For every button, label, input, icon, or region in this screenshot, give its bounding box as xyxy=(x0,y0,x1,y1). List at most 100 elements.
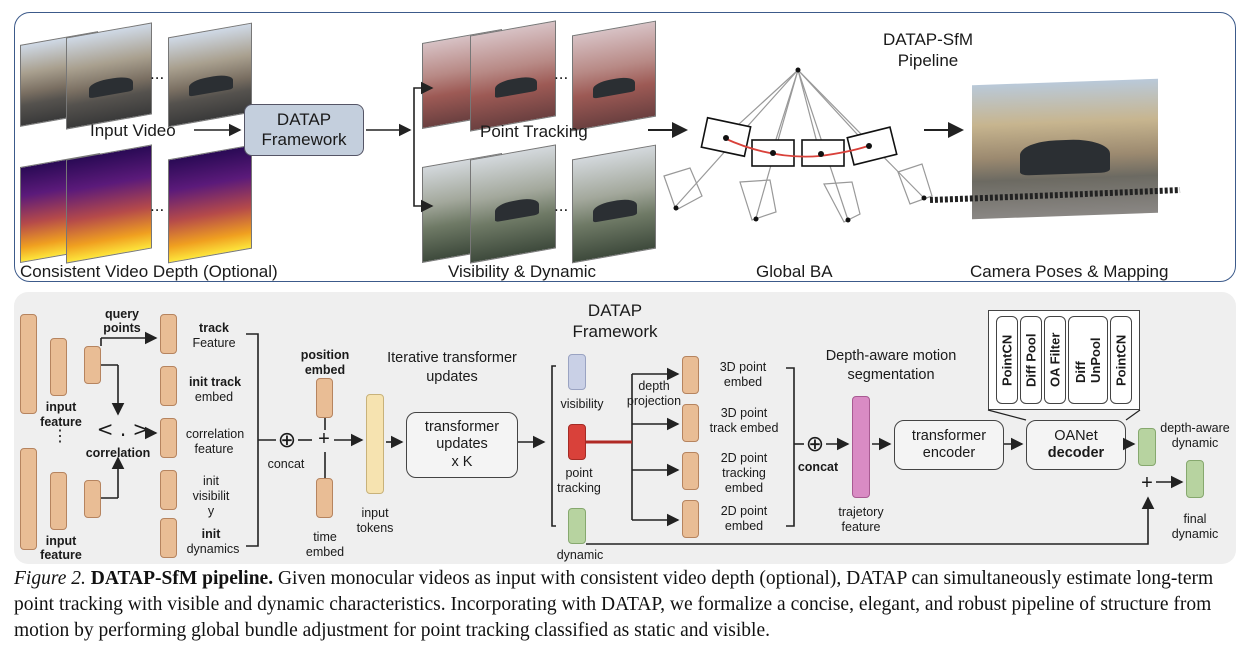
transformer-updates-box: transformer updates x K xyxy=(406,412,518,478)
init-track-l1: init track xyxy=(188,375,242,389)
dad-l2: dynamic xyxy=(1171,436,1219,450)
datap-framework-box: DATAP Framework xyxy=(244,104,364,156)
input-feature-1-l2: feature xyxy=(40,415,82,429)
track-feature-box xyxy=(160,314,177,354)
tenc-l2: encoder xyxy=(922,445,976,461)
init-track-l2: embed xyxy=(194,390,234,404)
dynamic-label: dynamic xyxy=(556,548,604,562)
init-track-box xyxy=(160,366,177,406)
init-vis-l3: y xyxy=(207,504,215,518)
concat-oplus-1: ⊕ xyxy=(277,428,297,453)
point-tracking-l2: tracking xyxy=(557,481,601,495)
2d-embed-box xyxy=(682,500,699,538)
pipeline-title-1: DATAP-SfM xyxy=(882,30,974,49)
depth-projection-l2: projection xyxy=(626,394,682,408)
final-l2: dynamic xyxy=(1171,527,1219,541)
correlation-label: correlation xyxy=(85,446,151,460)
query-target-feature xyxy=(84,480,101,518)
time-embed-l1: time xyxy=(313,530,337,544)
visibility-label: visibility xyxy=(560,397,604,411)
corr-feature-box xyxy=(160,418,177,458)
init-vis-l1: init xyxy=(203,474,219,488)
trajectory-feature-box xyxy=(852,396,870,498)
corr-feature-l1: correlation xyxy=(185,427,245,441)
input-tokens-l1: input xyxy=(361,506,389,520)
input-feature-1-l1: input xyxy=(45,400,77,414)
input-feature-2-short xyxy=(50,472,67,530)
transformer-encoder-box: transformer encoder xyxy=(894,420,1004,470)
input-feature-2-tall xyxy=(20,448,37,550)
datap-box-line1: DATAP xyxy=(276,110,332,130)
3d-track-embed-l2: track embed xyxy=(709,421,779,435)
datap-box-line2: Framework xyxy=(261,130,347,149)
2d-embed-l1: 2D point xyxy=(720,504,768,518)
input-tokens-l2: tokens xyxy=(356,521,394,535)
oanet-decoder-box: OANet decoder xyxy=(1026,420,1126,470)
mapping-camera-chain xyxy=(929,187,1181,203)
3d-track-embed-l1: 3D point xyxy=(720,406,768,420)
dams-l1: Depth-aware motion xyxy=(825,348,957,364)
final-dynamic-box xyxy=(1186,460,1204,498)
datap-title-l2: Framework xyxy=(572,322,658,341)
query-l1: query xyxy=(104,307,140,321)
caption-text: Given monocular videos as input with con… xyxy=(14,568,1214,641)
2d-tracking-embed-l1: 2D point xyxy=(720,451,768,465)
input-video-label: Input Video xyxy=(90,121,176,140)
query-l2: points xyxy=(103,321,141,335)
position-embed-box xyxy=(316,378,333,418)
video-ellipsis: ... xyxy=(150,64,165,83)
visibility-box xyxy=(568,354,586,390)
tenc-l1: transformer xyxy=(911,427,987,444)
input-feature-2-l1: input xyxy=(45,534,77,548)
input-feature-2-l2: feature xyxy=(40,548,82,562)
oanet-l2: decoder xyxy=(1047,445,1105,461)
2d-embed-l2: embed xyxy=(724,519,764,533)
init-vis-l2: visibilit xyxy=(192,489,230,503)
point-tracking-label: Point Tracking xyxy=(480,122,588,141)
depth-ellipsis: ... xyxy=(150,196,165,215)
correlation-symbol: < . > xyxy=(96,417,150,441)
init-dyn-l1: init xyxy=(201,527,221,541)
caption-bold: DATAP-SfM pipeline. xyxy=(90,568,274,589)
position-embed-l2: embed xyxy=(304,363,346,377)
concat-label-1: concat xyxy=(267,457,305,471)
caption-figure: Figure 2. xyxy=(14,568,86,589)
input-feature-1-tall xyxy=(20,314,37,414)
track-feature-l1: track xyxy=(199,321,229,335)
2d-tracking-embed-box xyxy=(682,452,699,490)
2d-tracking-embed-l2: tracking xyxy=(722,466,766,480)
traj-l1: trajetory xyxy=(838,505,884,519)
init-dyn-box xyxy=(160,518,177,558)
tf-updates-l3: x K xyxy=(451,453,473,470)
position-embed-l1: position xyxy=(300,348,350,362)
2d-tracking-embed-l3: embed xyxy=(724,481,764,495)
plus-2: + xyxy=(1141,472,1153,494)
3d-embed-l2: embed xyxy=(723,375,763,389)
3d-embed-box xyxy=(682,356,699,394)
init-dyn-l2: dynamics xyxy=(186,542,240,556)
dams-l2: segmentation xyxy=(847,367,935,383)
input-tokens-box xyxy=(366,394,384,494)
dynamic-box xyxy=(568,508,586,544)
track-feature-l2: Feature xyxy=(192,336,236,350)
3d-track-embed-box xyxy=(682,404,699,442)
tf-updates-l1: transformer xyxy=(424,418,500,435)
vis-ellipsis: ... xyxy=(554,196,569,215)
pipeline-title-2: Pipeline xyxy=(897,51,959,70)
global-ba-label: Global BA xyxy=(756,262,833,281)
concat-oplus-2: ⊕ xyxy=(805,432,825,457)
input-feature-1-short xyxy=(50,338,67,396)
query-point-feature xyxy=(84,346,101,384)
figure-caption: Figure 2. DATAP-SfM pipeline. Given mono… xyxy=(14,566,1246,644)
oanet-l1: OANet xyxy=(1054,427,1098,444)
tf-updates-l2: updates xyxy=(436,436,488,453)
datap-title-l1: DATAP xyxy=(587,301,643,320)
plus-1: + xyxy=(318,428,330,450)
corr-feature-l2: feature xyxy=(194,442,234,456)
track-ellipsis: ... xyxy=(554,64,569,83)
traj-l2: feature xyxy=(841,520,881,534)
depth-aware-dynamic-box xyxy=(1138,428,1156,466)
dad-l1: depth-aware xyxy=(1160,421,1230,435)
time-embed-l2: embed xyxy=(305,545,345,559)
